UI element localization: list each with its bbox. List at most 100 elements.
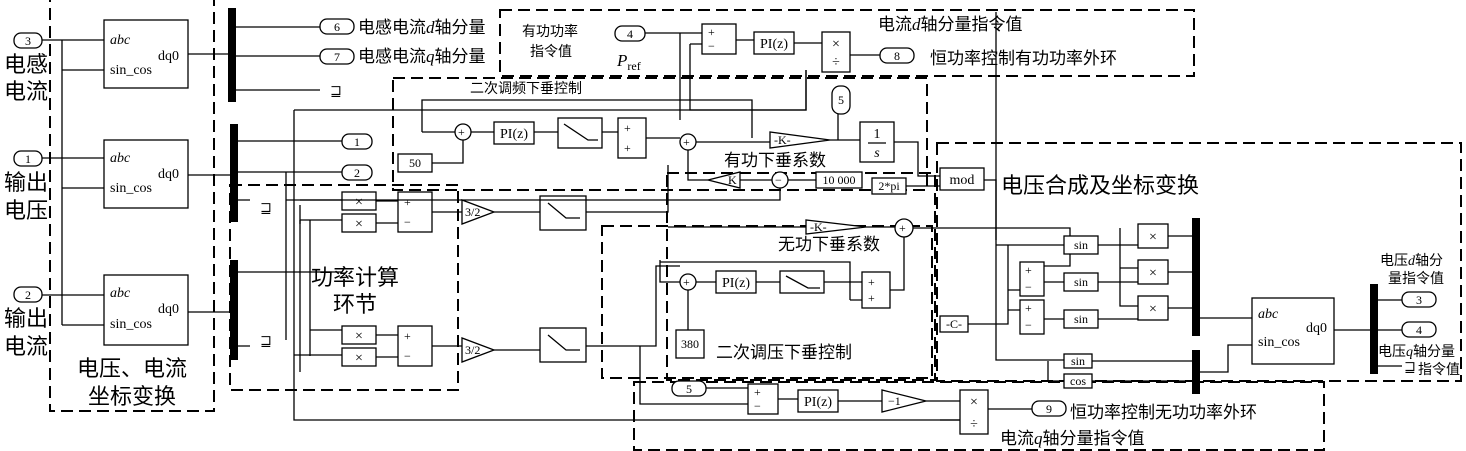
mult-block-v1: × — [1137, 223, 1169, 249]
svg-text:3: 3 — [1416, 293, 1422, 307]
vq-cmd-label-2: 指令值 — [1418, 362, 1460, 378]
svg-text:5: 5 — [838, 93, 844, 107]
const-p-outer-label: 恒功率控制有功功率外环 — [930, 49, 1117, 68]
svg-text:3/2: 3/2 — [465, 205, 480, 219]
svg-text:−: − — [404, 215, 411, 229]
pref-cmd-label-2: 指令值 — [530, 44, 572, 60]
mux-bar-sincos — [1192, 350, 1200, 394]
power-calc-label-2: 环节 — [333, 292, 377, 317]
svg-text:-C-: -C- — [946, 317, 962, 331]
mod-wires — [894, 141, 1070, 361]
svg-text:+: + — [868, 275, 875, 289]
demux-v-out-wires — [1378, 299, 1402, 367]
svg-text:1: 1 — [354, 135, 360, 149]
svg-text:−: − — [1025, 318, 1032, 332]
integrator-block: 1 s — [859, 121, 895, 163]
p-outer-wires — [645, 32, 880, 120]
output-voltage-label-2: 电压 — [4, 198, 48, 223]
svg-text:cos: cos — [1070, 374, 1086, 388]
sum-block-q: + − — [397, 325, 433, 367]
svg-text:×: × — [1149, 266, 1157, 281]
const-50: 50 — [397, 153, 433, 173]
outport-2 — [341, 164, 373, 181]
svg-text:sin: sin — [1074, 275, 1088, 289]
svg-text:-K-: -K- — [774, 133, 791, 147]
outport-7 — [319, 48, 355, 65]
svg-text:abc: abc — [1258, 307, 1279, 322]
svg-text:×: × — [1149, 302, 1157, 317]
mult-block-1: × — [341, 191, 377, 211]
svg-text:sin: sin — [1074, 238, 1088, 252]
svg-text:×: × — [355, 351, 363, 366]
svg-text:mod: mod — [950, 173, 975, 188]
sum-block-phase-1: + − — [1019, 261, 1045, 297]
sum-block-volt: + + — [861, 271, 891, 309]
volt-chain-wires — [696, 237, 905, 291]
freq-droop-label: 二次调频下垂控制 — [470, 81, 582, 97]
svg-text:sin_cos: sin_cos — [110, 317, 152, 332]
gain-3-2-q — [461, 337, 496, 363]
sum-block-p: + − — [397, 191, 433, 233]
p-droop-feedback-wires — [300, 150, 816, 201]
svg-text:+: + — [624, 141, 631, 155]
p-droop-region — [666, 172, 936, 381]
svg-text:dq0: dq0 — [158, 167, 179, 182]
p-droop-coef-label: 有功下垂系数 — [724, 151, 826, 170]
filter-block-p — [539, 195, 587, 231]
vq-cmd-label-1: 电压q轴分量 — [1378, 344, 1455, 360]
const-p-outer-region — [499, 9, 1195, 77]
svg-text:9: 9 — [1046, 402, 1052, 416]
mult-block-2: × — [341, 213, 377, 233]
phase-wires — [968, 244, 1064, 325]
svg-text:380: 380 — [681, 337, 699, 351]
svg-text:+: + — [683, 135, 690, 149]
svg-text:sin_cos: sin_cos — [110, 63, 152, 78]
svg-text:×: × — [1149, 230, 1157, 245]
demux-bar-3 — [230, 260, 238, 360]
svg-text:10 000: 10 000 — [823, 173, 856, 187]
svg-text:sin_cos: sin_cos — [1258, 335, 1300, 350]
outport-4 — [1401, 321, 1437, 338]
sin-block-2: sin — [1063, 272, 1099, 292]
svg-text:abc: abc — [110, 286, 131, 301]
svg-text:8: 8 — [894, 49, 900, 63]
svg-text:7: 7 — [334, 50, 340, 64]
vd-cmd-label-1: 电压d轴分 — [1380, 253, 1443, 269]
svg-text:dq0: dq0 — [1306, 321, 1327, 336]
svg-text:+: + — [1025, 263, 1032, 277]
svg-text:abc: abc — [110, 151, 131, 166]
sum-block-pref: + − — [701, 23, 737, 55]
svg-text:6: 6 — [334, 20, 340, 34]
svg-text:+: + — [458, 125, 465, 139]
svg-text:4: 4 — [1416, 323, 1422, 337]
divide-block-q: × ÷ — [959, 389, 989, 435]
svg-text:3/2: 3/2 — [465, 343, 480, 357]
mult-block-4: × — [341, 347, 377, 367]
mult-block-v3: × — [1137, 295, 1169, 321]
terminator-4: ⊒ — [1404, 361, 1416, 376]
pi-block-q-outer: PI(z) — [797, 389, 839, 413]
svg-text:PI(z): PI(z) — [500, 127, 528, 142]
svg-text:dq0: dq0 — [158, 302, 179, 317]
svg-text:+: + — [1025, 301, 1032, 315]
q-outer-wires — [639, 346, 1032, 421]
svg-text:×: × — [355, 329, 363, 344]
mult-block-v2: × — [1137, 259, 1169, 285]
pi-block-p-outer: PI(z) — [753, 31, 795, 55]
filter-block-q — [539, 327, 587, 363]
gain-wires — [432, 211, 540, 351]
abc-dq0-block-3: abc sin_cos dq0 — [103, 274, 189, 346]
outport-5 — [831, 85, 851, 115]
power-calc-vertical-wires — [285, 110, 960, 421]
pref-symbol: Pref — [616, 51, 641, 73]
svg-text:÷: ÷ — [970, 417, 978, 432]
iq-label: 电感电流q轴分量 — [358, 47, 486, 66]
abc-dq0-block-2: abc sin_cos dq0 — [103, 139, 189, 209]
volt-synth-region — [936, 142, 1462, 382]
svg-text:PI(z): PI(z) — [722, 276, 750, 291]
p-droop-wires — [696, 112, 860, 143]
const-10000: 10 000 — [815, 171, 863, 189]
limiter-block-volt — [779, 270, 825, 294]
volt-feedback-wires — [659, 260, 862, 330]
sincos-feed-wires — [61, 40, 104, 326]
